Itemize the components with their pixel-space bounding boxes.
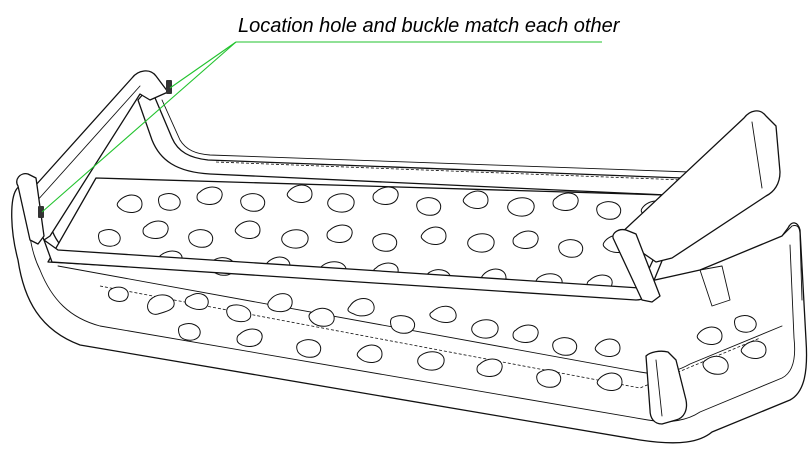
lower-tray-right-wall-inner — [655, 359, 663, 417]
upper-tray-back-rim-inner — [161, 99, 691, 173]
upper-tray-left-wall — [25, 70, 169, 241]
callout-leaders — [41, 41, 602, 213]
upper-tray-back-rim-hidden — [215, 161, 685, 181]
upper-tray — [16, 70, 781, 303]
lower-tray-hidden-edge — [99, 285, 761, 389]
lower-tray-right-wall — [645, 350, 688, 425]
leader-to-left-buckle — [41, 41, 237, 213]
upper-tray-right-wall-end — [612, 228, 661, 303]
callout-label: Location hole and buckle match each othe… — [238, 15, 620, 37]
upper-tray-back-rim — [137, 85, 701, 197]
upper-tray-right-wall — [617, 110, 781, 263]
lower-tray — [11, 182, 808, 444]
lower-tray-back-rib — [699, 265, 731, 307]
upper-tray-right-wall-edge — [751, 121, 763, 189]
upper-tray-left-wall-edge — [35, 85, 141, 203]
location-hole-top — [166, 80, 172, 94]
lower-tray-perforations — [108, 286, 767, 391]
location-hole-left — [38, 206, 44, 218]
lower-tray-far-corner — [781, 225, 803, 301]
leader-to-top-buckle — [169, 41, 237, 89]
lower-tray-inner-rim — [28, 199, 796, 423]
upper-tray-left-wall-end — [16, 173, 45, 245]
